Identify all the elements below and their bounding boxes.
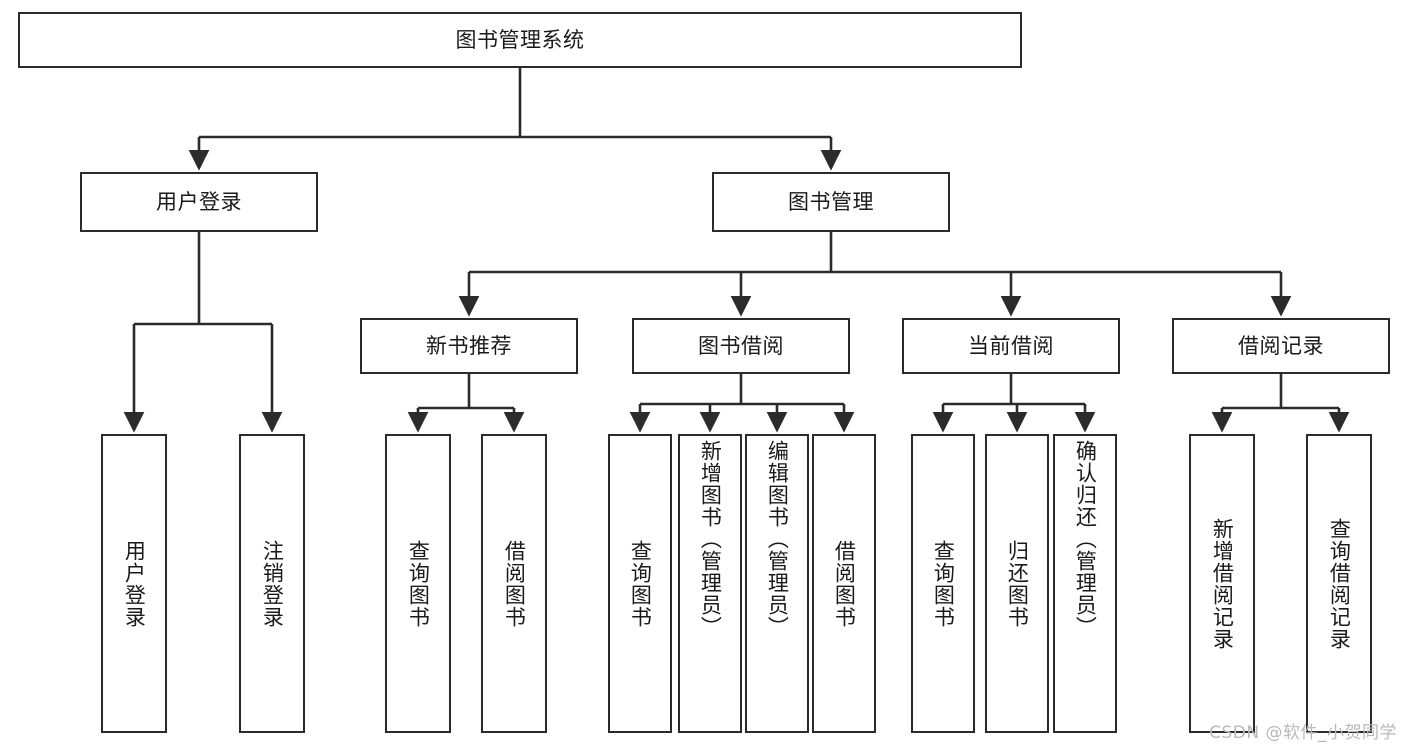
leaf-borrow-book-1-label: 借阅图书 <box>502 539 527 628</box>
leaf-user-login[interactable]: 用户登录 <box>101 434 167 733</box>
leaf-query-book-1-label: 查询图书 <box>406 539 431 628</box>
node-book-borrow[interactable]: 图书借阅 <box>632 318 850 374</box>
node-root-label: 图书管理系统 <box>455 27 585 52</box>
leaf-add-book[interactable]: 新增图书（管理员） <box>678 434 742 733</box>
leaf-confirm-return[interactable]: 确认归还（管理员） <box>1053 434 1117 733</box>
leaf-query-record[interactable]: 查询借阅记录 <box>1306 434 1372 733</box>
node-user-login[interactable]: 用户登录 <box>80 172 318 232</box>
node-new-book-rec-label: 新书推荐 <box>426 333 512 358</box>
leaf-logout[interactable]: 注销登录 <box>239 434 305 733</box>
leaf-confirm-return-label: 确认归还（管理员） <box>1073 440 1098 638</box>
leaf-borrow-book-2[interactable]: 借阅图书 <box>812 434 876 733</box>
node-book-manage-label: 图书管理 <box>788 189 874 214</box>
node-borrow-record[interactable]: 借阅记录 <box>1172 318 1390 374</box>
leaf-query-book-3-label: 查询图书 <box>931 539 956 628</box>
node-book-borrow-label: 图书借阅 <box>698 333 784 358</box>
leaf-add-record[interactable]: 新增借阅记录 <box>1189 434 1255 733</box>
leaf-query-book-1[interactable]: 查询图书 <box>385 434 451 733</box>
node-current-borrow-label: 当前借阅 <box>968 333 1054 358</box>
node-current-borrow[interactable]: 当前借阅 <box>902 318 1120 374</box>
leaf-logout-label: 注销登录 <box>260 539 285 628</box>
node-new-book-rec[interactable]: 新书推荐 <box>360 318 578 374</box>
leaf-edit-book[interactable]: 编辑图书（管理员） <box>745 434 809 733</box>
node-user-login-label: 用户登录 <box>156 189 242 214</box>
leaf-return-book[interactable]: 归还图书 <box>985 434 1049 733</box>
leaf-add-record-label: 新增借阅记录 <box>1210 517 1235 650</box>
leaf-user-login-label: 用户登录 <box>122 539 147 628</box>
leaf-query-book-3[interactable]: 查询图书 <box>911 434 975 733</box>
node-root[interactable]: 图书管理系统 <box>18 12 1022 68</box>
leaf-query-book-2[interactable]: 查询图书 <box>608 434 672 733</box>
leaf-borrow-book-1[interactable]: 借阅图书 <box>481 434 547 733</box>
node-book-manage[interactable]: 图书管理 <box>712 172 950 232</box>
csdn-watermark: CSDN @软件_小贺同学 <box>1209 723 1397 743</box>
leaf-edit-book-label: 编辑图书（管理员） <box>765 440 790 638</box>
leaf-borrow-book-2-label: 借阅图书 <box>832 539 857 628</box>
leaf-return-book-label: 归还图书 <box>1005 539 1030 628</box>
node-borrow-record-label: 借阅记录 <box>1238 333 1324 358</box>
leaf-query-book-2-label: 查询图书 <box>628 539 653 628</box>
leaf-query-record-label: 查询借阅记录 <box>1327 517 1352 650</box>
leaf-add-book-label: 新增图书（管理员） <box>698 440 723 638</box>
